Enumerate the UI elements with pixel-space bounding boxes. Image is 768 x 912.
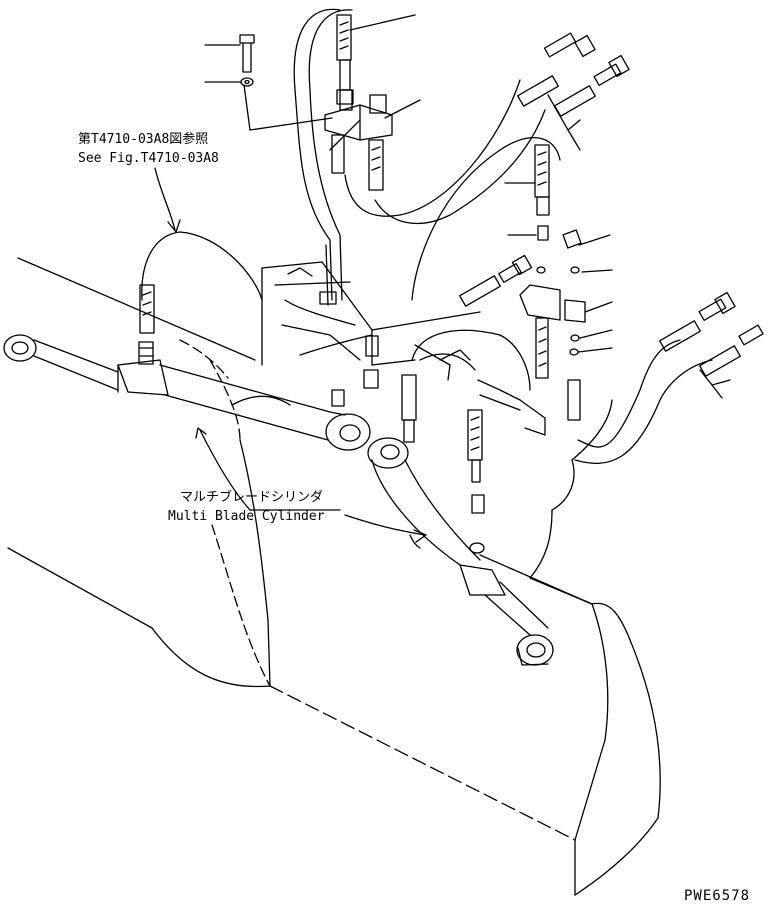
cylinder-label-jp: マルチブレードシリンダ — [180, 489, 323, 505]
ref-note-en: See Fig.T4710-03A8 — [78, 151, 219, 166]
hose-fittings — [139, 14, 764, 554]
ref-note-jp: 第T4710-03A8図参照 — [78, 131, 208, 147]
frame-bracket — [179, 261, 546, 441]
valve-block-and-small-parts — [239, 34, 586, 356]
center-cylinder — [367, 437, 554, 666]
cylinder-label-arrows — [195, 427, 427, 543]
leader-lines — [204, 14, 731, 549]
left-cylinder — [3, 334, 371, 451]
drawing-code: PWE6578 — [684, 888, 750, 904]
cylinder-label-en: Multi Blade Cylinder — [168, 509, 325, 524]
ref-note-arrow — [154, 167, 181, 233]
blade-outline — [7, 257, 661, 896]
hydraulic-hoses — [141, 8, 713, 464]
